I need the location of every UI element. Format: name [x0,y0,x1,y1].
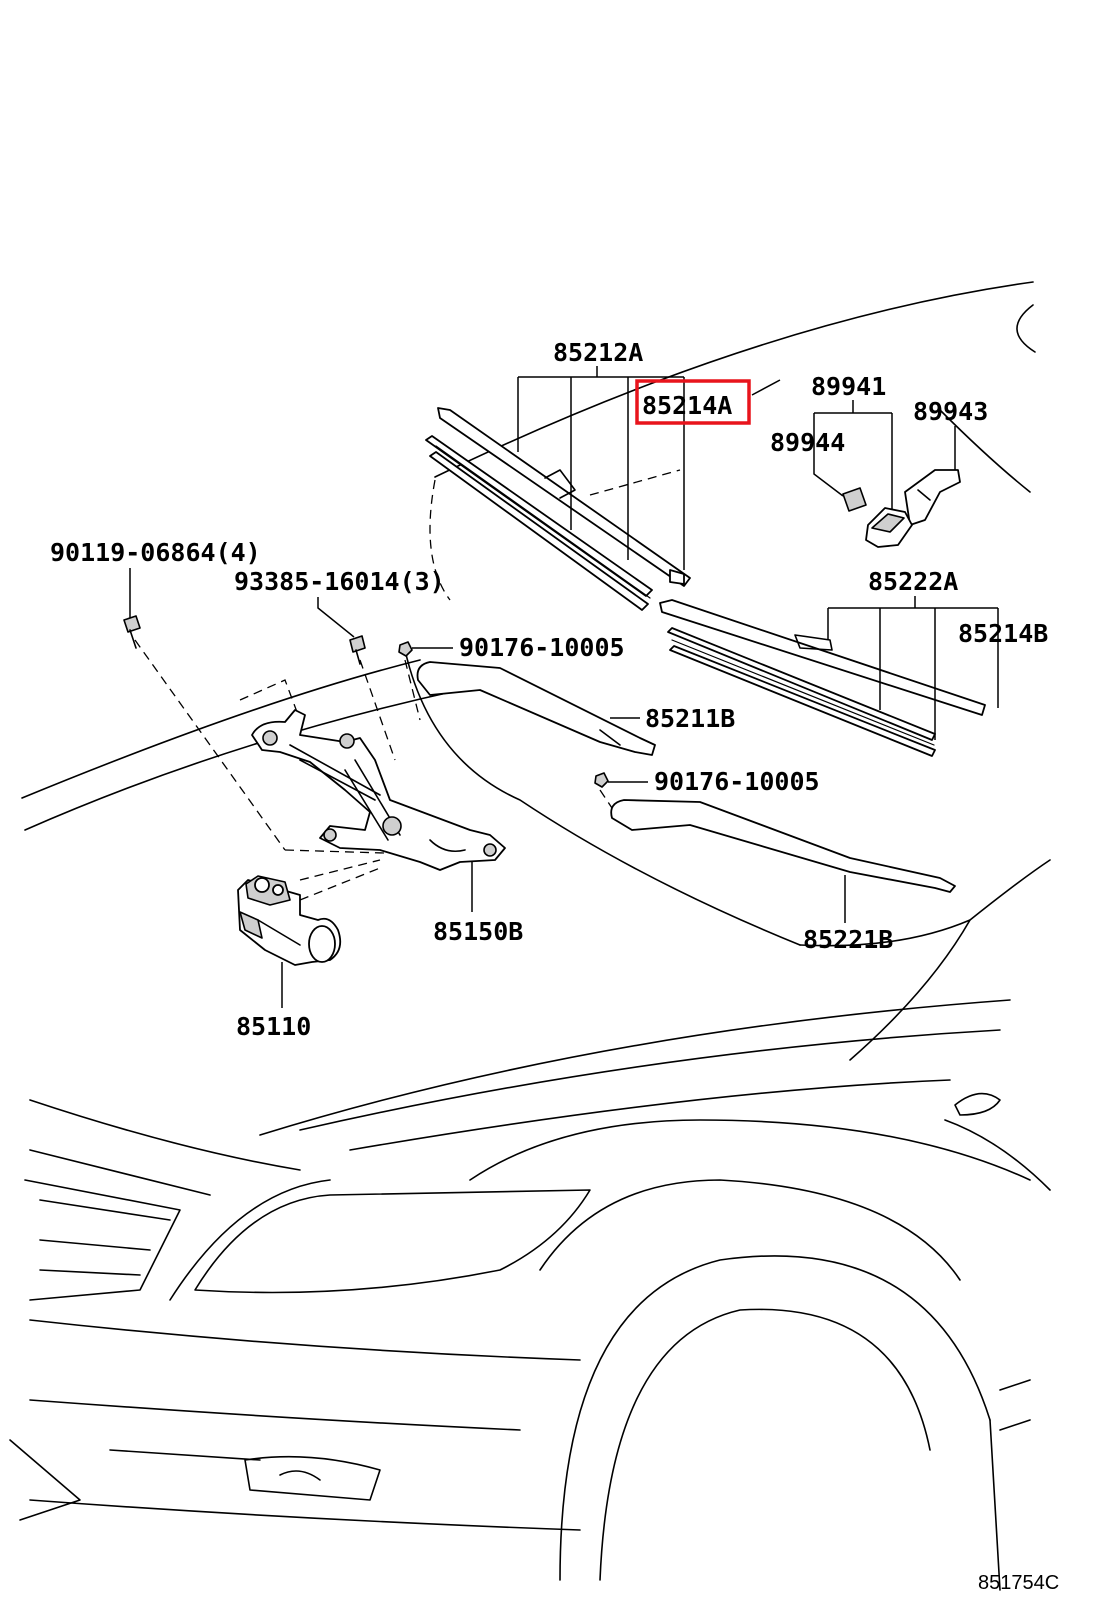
label-90119-06864[interactable]: 90119-06864(4) [50,538,261,567]
label-85222A[interactable]: 85222A [868,567,958,596]
label-89944[interactable]: 89944 [770,428,845,457]
pad-89944 [842,487,867,512]
wiper-arm-85211B [416,661,656,756]
label-85211B[interactable]: 85211B [645,704,735,733]
nut-90176-lower [594,772,609,788]
wiper-blade-85222A [659,599,986,757]
label-85212A[interactable]: 85212A [553,338,643,367]
wiper-motor-85110 [237,867,381,966]
sensor-bracket-89943 [904,469,961,526]
label-89941[interactable]: 89941 [811,372,886,401]
figure-id: 851754C [978,1572,1059,1594]
bolt-90119 [123,615,141,649]
label-85214A[interactable]: 85214A [642,391,732,420]
wiper-link-85150B [251,709,506,871]
label-85214B[interactable]: 85214B [958,619,1048,648]
sensor-89941 [865,507,913,548]
highlight-box-85214A [635,379,751,425]
label-93385-16014[interactable]: 93385-16014(3) [234,567,445,596]
wiper-blade-85212A [425,407,691,611]
label-89943[interactable]: 89943 [913,397,988,426]
label-90176-10005-lower[interactable]: 90176-10005 [654,767,820,796]
car-body-outline [9,281,1051,1591]
label-85221B[interactable]: 85221B [803,925,893,954]
wiper-arm-85221B [610,799,956,893]
part-labels: 85212A 85214A 89941 89943 89944 90119-06… [50,338,1059,1594]
screw-93385 [349,635,366,665]
label-85110[interactable]: 85110 [236,1012,311,1041]
label-90176-10005-upper[interactable]: 90176-10005 [459,633,625,662]
nut-90176-upper [398,641,413,657]
leader-lines [129,366,999,1008]
label-85150B[interactable]: 85150B [433,917,523,946]
